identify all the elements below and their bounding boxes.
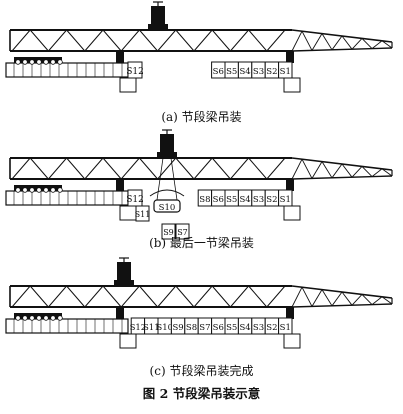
caption-c: (c) 节段梁吊装完成 — [149, 364, 254, 378]
pier-left — [119, 77, 137, 93]
segment-label-left: S12 — [126, 67, 144, 77]
segment-label: S5 — [226, 323, 237, 333]
segment-label: S5 — [226, 67, 237, 77]
crane-trolley — [156, 129, 178, 201]
segment-label: S4 — [239, 323, 250, 333]
existing-deck — [5, 185, 129, 206]
segment-label: S8 — [199, 195, 210, 205]
segment-label: S10 — [156, 323, 173, 333]
segment-label-left: S12 — [126, 195, 144, 205]
segment-label: S1 — [280, 323, 291, 333]
launching-gantry-truss — [9, 157, 393, 180]
caption-b: (b) 最后一节梁吊装 — [149, 236, 254, 250]
segment-label: S1 — [280, 67, 291, 77]
figure-title: 图 2 节段梁吊装示意 — [142, 386, 261, 401]
segment-label: S8 — [186, 323, 197, 333]
segment-label: S11 — [143, 323, 160, 333]
existing-deck — [5, 57, 129, 78]
pier-right — [283, 205, 301, 221]
existing-deck — [5, 313, 129, 334]
gantry-supports — [116, 51, 294, 63]
gantry-supports — [116, 179, 294, 191]
gantry-supports — [116, 307, 294, 319]
segment-label: S1 — [280, 195, 291, 205]
segment-label: S7 — [177, 228, 188, 237]
piers — [119, 333, 301, 349]
segment-label: S2 — [266, 323, 277, 333]
segment-label: S11 — [135, 210, 151, 219]
segment-label: S9 — [172, 323, 183, 333]
crane-trolley — [148, 1, 168, 30]
segment-label: S10 — [159, 203, 176, 213]
segment-label: S3 — [253, 195, 264, 205]
launching-gantry-truss — [9, 29, 393, 52]
pier-right — [283, 333, 301, 349]
segment-label: S6 — [213, 323, 224, 333]
pier-left — [119, 333, 137, 349]
segment-label: S12 — [130, 323, 147, 333]
segment-label: S9 — [163, 228, 174, 237]
segment-label: S3 — [253, 67, 264, 77]
segment-label: S5 — [226, 195, 237, 205]
segment-label: S4 — [239, 67, 250, 77]
caption-a: (a) 节段梁吊装 — [161, 110, 242, 124]
pier-left — [119, 205, 137, 221]
crane-trolley — [114, 257, 134, 286]
pier-right — [283, 77, 301, 93]
lifted-segment: S10 — [149, 189, 185, 213]
launching-gantry-truss — [9, 285, 393, 308]
piers — [119, 77, 301, 93]
segment-label: S7 — [199, 323, 210, 333]
segment-label: S2 — [266, 67, 277, 77]
segment-label: S4 — [239, 195, 250, 205]
segment-label: S6 — [213, 195, 224, 205]
segment-label: S3 — [253, 323, 264, 333]
segment-label: S6 — [213, 67, 224, 77]
segment-label: S2 — [266, 195, 277, 205]
